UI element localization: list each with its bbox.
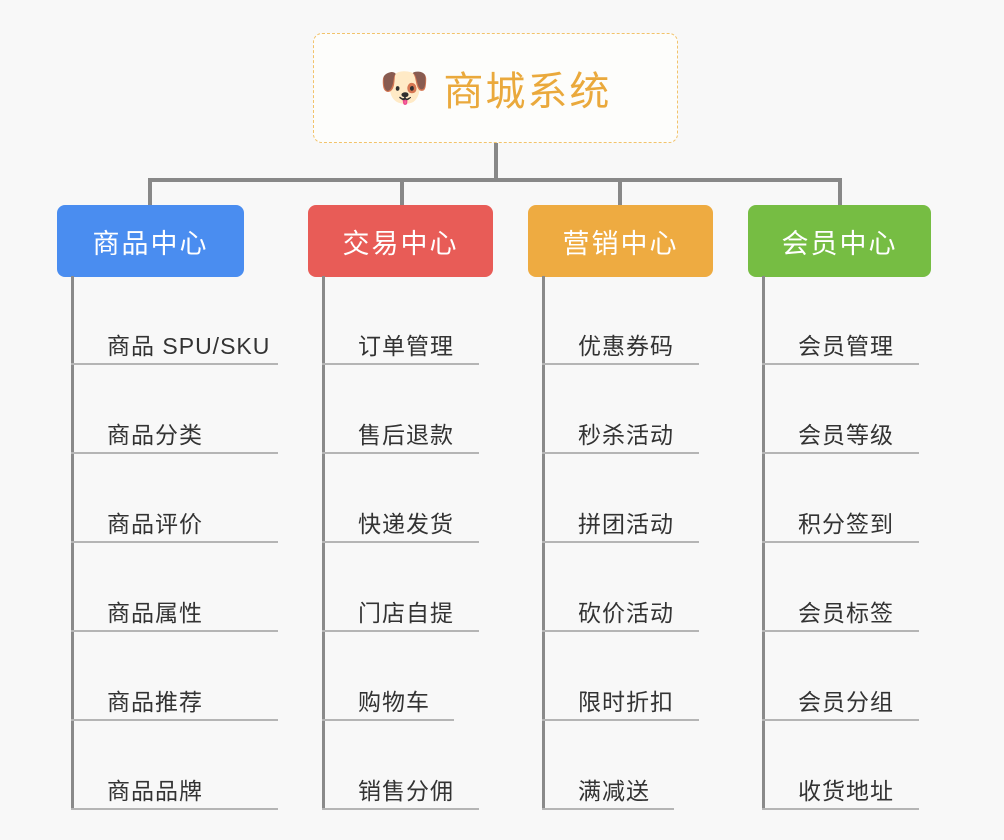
- leaf-label: 门店自提: [358, 599, 454, 626]
- leaf-label: 收货地址: [798, 777, 894, 804]
- leaf-label: 会员管理: [798, 332, 894, 359]
- leaf-item[interactable]: 商品品牌: [71, 721, 278, 810]
- leaf-label: 会员标签: [798, 599, 894, 626]
- category-box-交易中心[interactable]: 交易中心: [308, 205, 493, 277]
- leaf-item[interactable]: 商品属性: [71, 543, 278, 632]
- leaf-column-商品中心: 商品 SPU/SKU 商品分类 商品评价 商品属性 商品推荐 商品品牌: [71, 276, 278, 810]
- category-label: 营销中心: [562, 228, 679, 259]
- leaf-label: 会员分组: [798, 688, 894, 715]
- leaf-label: 商品品牌: [107, 777, 203, 804]
- leaf-label: 秒杀活动: [578, 421, 674, 448]
- leaf-item[interactable]: 收货地址: [762, 721, 919, 810]
- leaf-item[interactable]: 快递发货: [322, 454, 479, 543]
- leaf-item[interactable]: 商品评价: [71, 454, 278, 543]
- leaf-item[interactable]: 门店自提: [322, 543, 479, 632]
- leaf-item[interactable]: 商品推荐: [71, 632, 278, 721]
- leaf-label: 商品属性: [107, 599, 203, 626]
- leaf-item[interactable]: 满减送: [542, 721, 674, 810]
- connector-horizontal-bus: [148, 178, 842, 182]
- connector-drop-营销中心: [618, 178, 622, 205]
- category-label: 商品中心: [92, 228, 209, 259]
- leaf-item[interactable]: 会员标签: [762, 543, 919, 632]
- category-box-营销中心[interactable]: 营销中心: [528, 205, 713, 277]
- leaf-label: 快递发货: [358, 510, 454, 537]
- leaf-label: 拼团活动: [578, 510, 674, 537]
- root-node[interactable]: 🐶 商城系统: [313, 33, 678, 143]
- leaf-label: 销售分佣: [358, 777, 454, 804]
- leaf-item[interactable]: 拼团活动: [542, 454, 699, 543]
- leaf-column-会员中心: 会员管理 会员等级 积分签到 会员标签 会员分组 收货地址: [762, 276, 919, 810]
- leaf-label: 商品分类: [107, 421, 203, 448]
- leaf-item[interactable]: 销售分佣: [322, 721, 479, 810]
- leaf-label: 订单管理: [358, 332, 454, 359]
- leaf-label: 限时折扣: [578, 688, 674, 715]
- leaf-item[interactable]: 会员等级: [762, 365, 919, 454]
- leaf-label: 满减送: [578, 777, 650, 804]
- connector-drop-交易中心: [400, 178, 404, 205]
- root-title: 商城系统: [443, 70, 612, 114]
- leaf-label: 积分签到: [798, 510, 894, 537]
- leaf-item[interactable]: 会员管理: [762, 276, 919, 365]
- category-box-商品中心[interactable]: 商品中心: [57, 205, 244, 277]
- leaf-label: 商品 SPU/SKU: [107, 332, 271, 359]
- category-label: 会员中心: [781, 228, 898, 259]
- category-box-会员中心[interactable]: 会员中心: [748, 205, 931, 277]
- leaf-label: 商品推荐: [107, 688, 203, 715]
- leaf-label: 购物车: [358, 688, 430, 715]
- leaf-label: 优惠券码: [578, 332, 674, 359]
- connector-root-stem: [494, 143, 498, 180]
- leaf-trunk: [762, 276, 765, 810]
- leaf-label: 售后退款: [358, 421, 454, 448]
- leaf-item[interactable]: 优惠券码: [542, 276, 699, 365]
- leaf-item[interactable]: 商品 SPU/SKU: [71, 276, 278, 365]
- leaf-item[interactable]: 砍价活动: [542, 543, 699, 632]
- leaf-item[interactable]: 订单管理: [322, 276, 479, 365]
- leaf-trunk: [322, 276, 325, 810]
- leaf-item[interactable]: 购物车: [322, 632, 454, 721]
- leaf-item[interactable]: 限时折扣: [542, 632, 699, 721]
- leaf-item[interactable]: 秒杀活动: [542, 365, 699, 454]
- connector-drop-会员中心: [838, 178, 842, 205]
- leaf-item[interactable]: 商品分类: [71, 365, 278, 454]
- leaf-trunk: [71, 276, 74, 810]
- leaf-label: 砍价活动: [578, 599, 674, 626]
- category-label: 交易中心: [342, 228, 459, 259]
- leaf-column-营销中心: 优惠券码 秒杀活动 拼团活动 砍价活动 限时折扣 满减送: [542, 276, 699, 810]
- leaf-label: 会员等级: [798, 421, 894, 448]
- leaf-item[interactable]: 售后退款: [322, 365, 479, 454]
- leaf-item[interactable]: 积分签到: [762, 454, 919, 543]
- leaf-trunk: [542, 276, 545, 810]
- connector-drop-商品中心: [148, 178, 152, 205]
- leaf-column-交易中心: 订单管理 售后退款 快递发货 门店自提 购物车 销售分佣: [322, 276, 479, 810]
- dog-face-icon: 🐶: [379, 66, 430, 110]
- leaf-item[interactable]: 会员分组: [762, 632, 919, 721]
- leaf-label: 商品评价: [107, 510, 203, 537]
